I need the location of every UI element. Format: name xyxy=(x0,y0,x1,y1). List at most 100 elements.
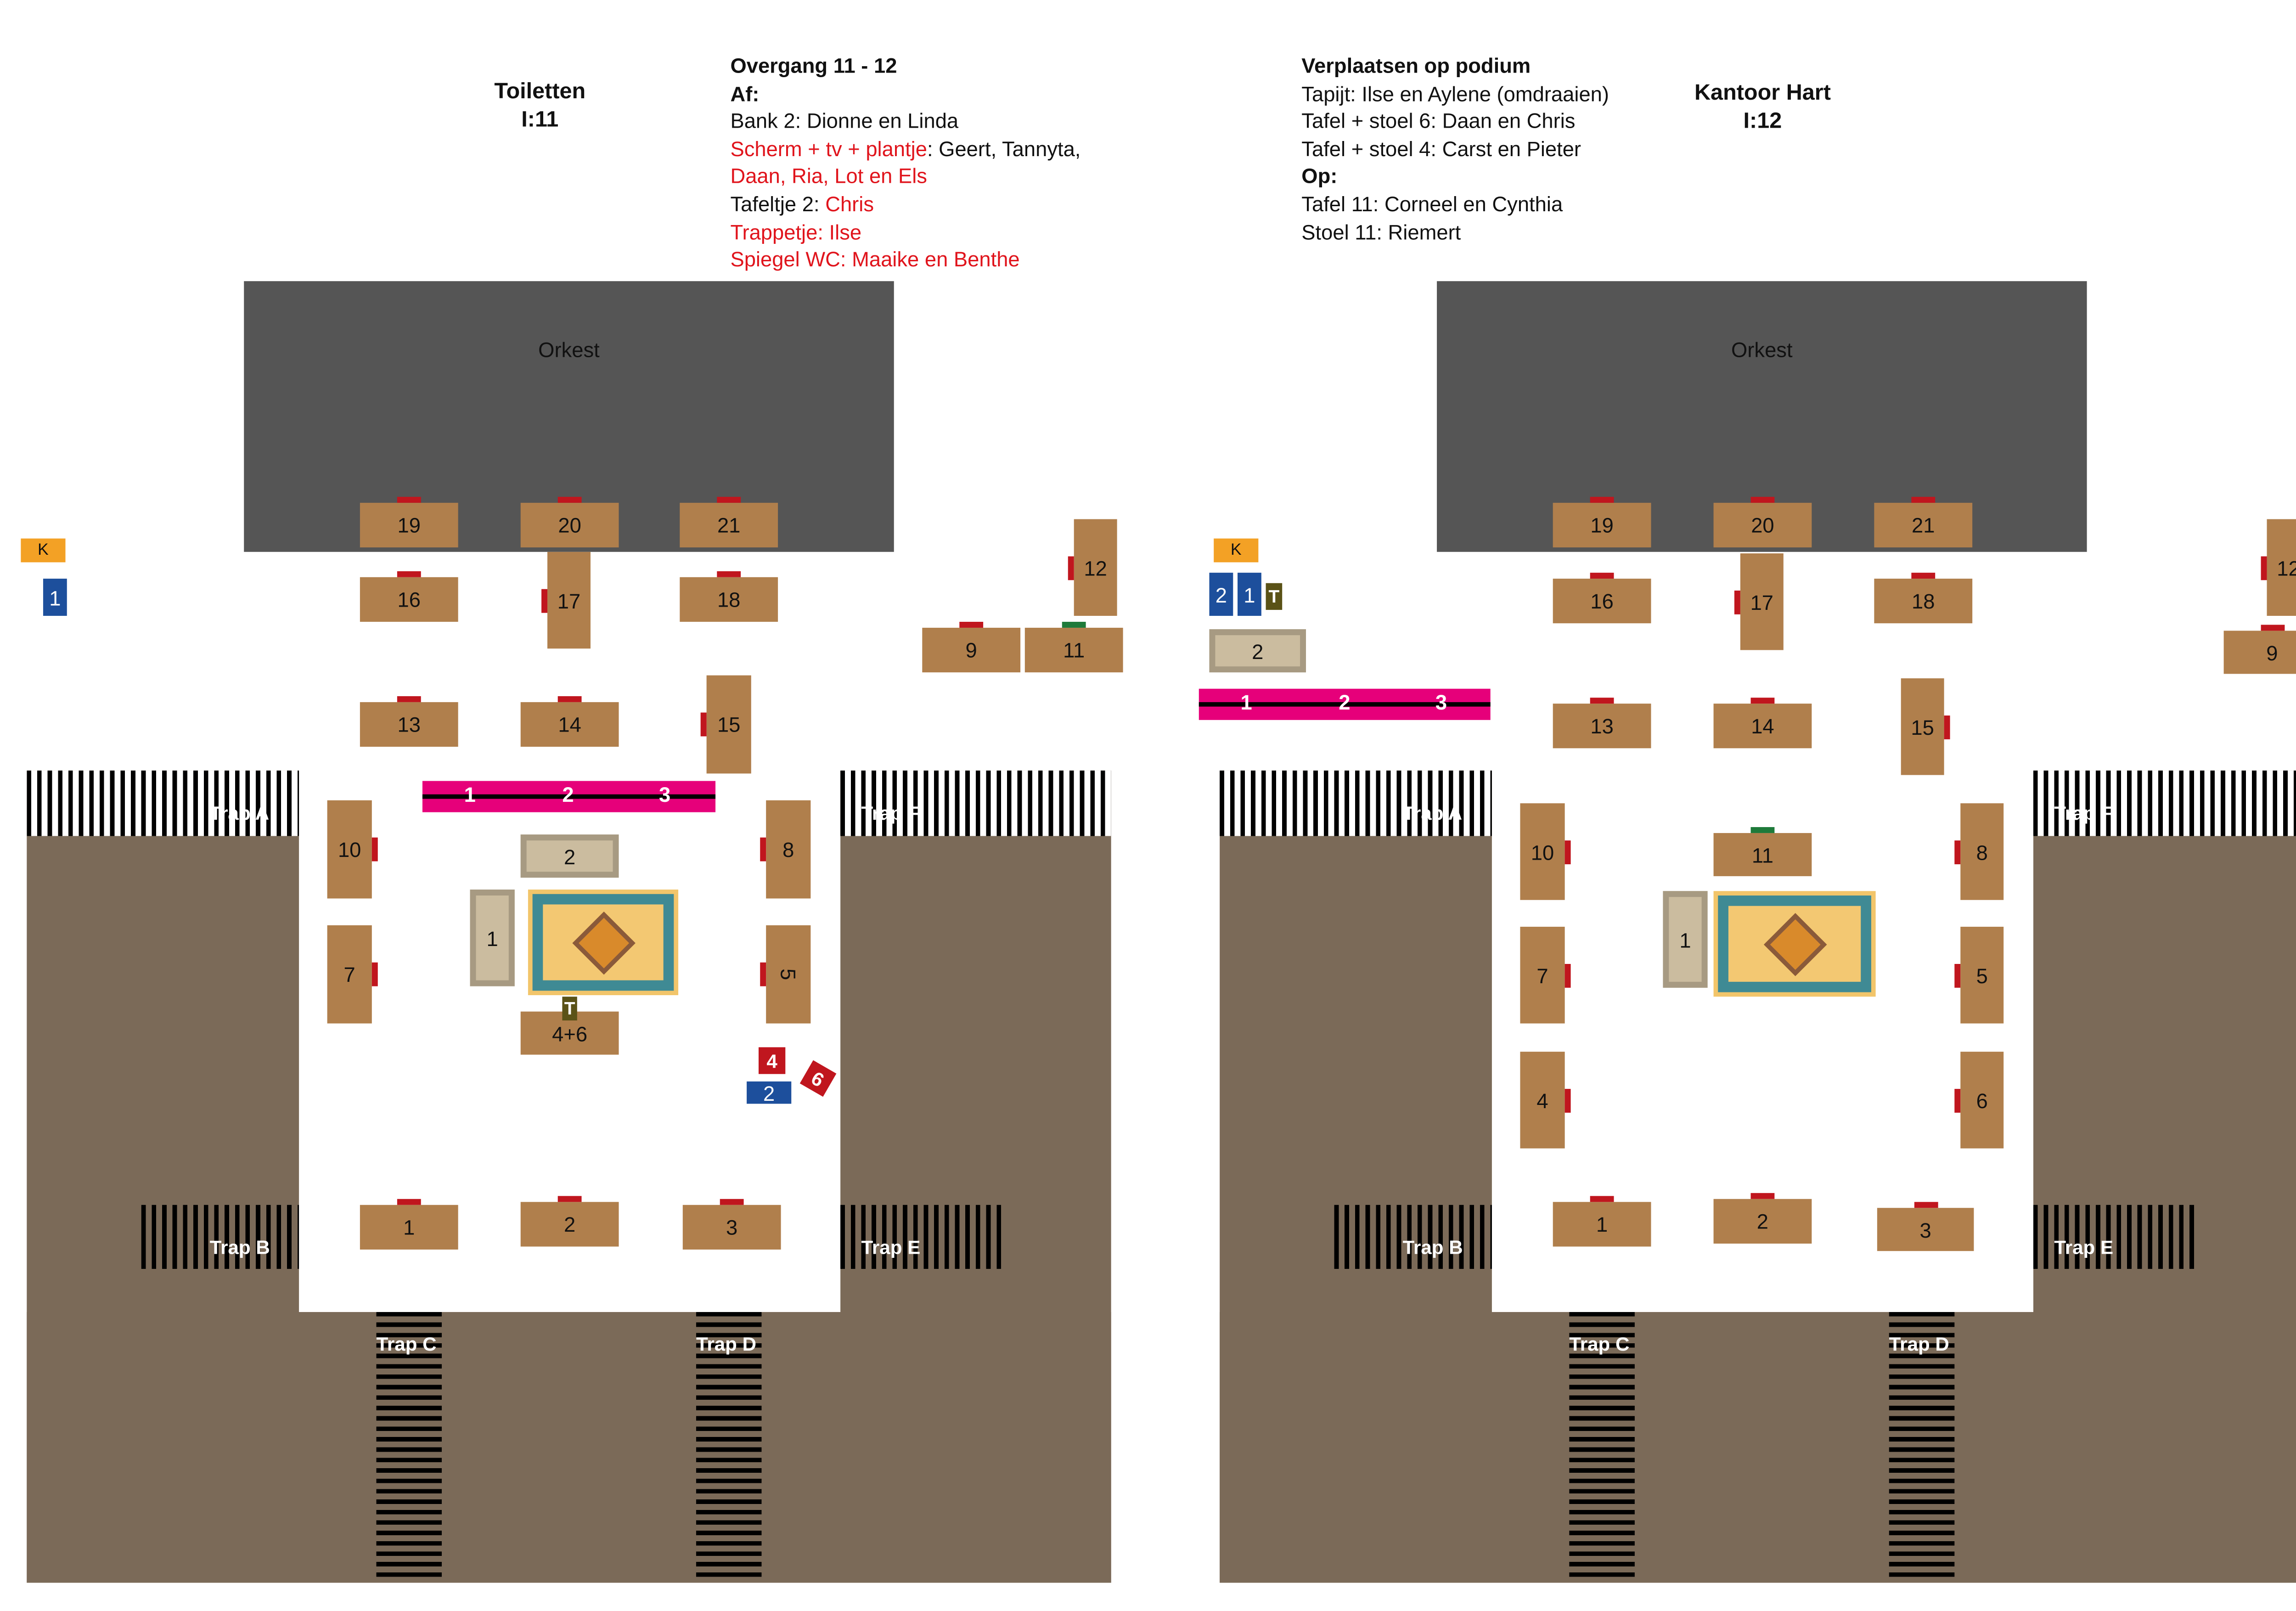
table-3[interactable]: 3 xyxy=(1877,1202,1974,1251)
rug[interactable] xyxy=(1713,891,1876,997)
table-19[interactable]: 19 xyxy=(1553,496,1651,548)
rug-pattern xyxy=(571,911,635,974)
left-notes: Overgang 11 - 12 Af: Bank 2: Dionne en L… xyxy=(730,52,1080,273)
table-9[interactable]: 9 xyxy=(922,621,1021,673)
blue-marker-2: 2 xyxy=(747,1081,792,1104)
table-2[interactable]: 2 xyxy=(1713,1193,1812,1244)
table-13[interactable]: 13 xyxy=(1553,698,1651,749)
right-title-text: Kantoor Hart xyxy=(1694,80,1831,106)
trap-b-label: Trap B xyxy=(1402,1236,1463,1259)
note-line: Tapijt: Ilse en Aylene (omdraaien) xyxy=(1301,81,1609,105)
note-line: Bank 2: Dionne en Linda xyxy=(730,109,959,133)
table-11[interactable]: 11 xyxy=(1024,621,1123,673)
trap-e-stairs xyxy=(2033,1205,2197,1269)
note-line: Spiegel WC: Maaike en Benthe xyxy=(730,247,1020,271)
table-21[interactable]: 21 xyxy=(1874,496,1973,548)
note-line: Tafel + stoel 6: Daan en Chris xyxy=(1301,109,1576,133)
notes-heading: Overgang 11 - 12 xyxy=(730,53,897,78)
bank-2[interactable]: 2 xyxy=(1209,629,1306,673)
note-line: Tafeltje 2: Chris xyxy=(730,191,1080,218)
table-15[interactable]: 15 xyxy=(1901,678,1950,775)
trap-e-label: Trap E xyxy=(861,1236,921,1259)
note-line: Daan, Ria, Lot en Els xyxy=(730,164,927,188)
table-9[interactable]: 9 xyxy=(2223,625,2296,674)
table-3[interactable]: 3 xyxy=(682,1199,781,1250)
table-4[interactable]: 4 xyxy=(1520,1052,1571,1149)
rug[interactable] xyxy=(528,890,679,996)
table-20[interactable]: 20 xyxy=(520,496,619,548)
table-12[interactable]: 12 xyxy=(1068,519,1117,616)
floor-bottom xyxy=(1220,1312,2296,1583)
right-notes: Verplaatsen op podium Tapijt: Ilse en Ay… xyxy=(1301,52,1609,246)
table-18[interactable]: 18 xyxy=(680,571,778,622)
bank-2[interactable]: 2 xyxy=(520,834,619,878)
table-20[interactable]: 20 xyxy=(1713,496,1812,548)
note-red: Scherm + tv + plantje xyxy=(730,136,927,161)
note-line: Tafel + stoel 4: Carst en Pieter xyxy=(1301,136,1581,161)
table-16[interactable]: 16 xyxy=(1553,573,1651,624)
trap-a-stairs xyxy=(27,770,299,836)
notes-off-label: Af: xyxy=(730,81,760,105)
trap-e-stairs xyxy=(840,1205,1004,1269)
trap-d-stairs xyxy=(1889,1312,1955,1577)
rug-pattern xyxy=(1763,912,1826,975)
marker-t: T xyxy=(562,997,577,1021)
table-5[interactable]: 5 xyxy=(1954,927,2004,1024)
notes-heading: Verplaatsen op podium xyxy=(1301,53,1531,78)
note-black: : Geert, Tannyta, xyxy=(927,136,1081,161)
table-11[interactable]: 11 xyxy=(1713,827,1812,876)
trap-a-label: Trap A xyxy=(209,801,270,824)
table-8[interactable]: 8 xyxy=(1954,803,2004,900)
table-8[interactable]: 8 xyxy=(760,800,811,899)
pink-bar-3: 3 xyxy=(658,782,671,806)
table-2[interactable]: 2 xyxy=(520,1196,619,1247)
left-subtitle: I:11 xyxy=(521,107,559,133)
table-12[interactable]: 12 xyxy=(2261,519,2296,616)
table-5[interactable]: 5 xyxy=(760,925,811,1024)
note-red: Chris xyxy=(825,192,874,216)
bank-1[interactable]: 1 xyxy=(470,890,515,986)
table-7[interactable]: 7 xyxy=(1520,927,1571,1024)
marker-k: K xyxy=(21,538,66,563)
trap-f-label: Trap F xyxy=(861,801,919,824)
pink-bar-2: 2 xyxy=(562,782,574,806)
note-line: Stoel 11: Riemert xyxy=(1301,219,1461,243)
pink-bar-1: 1 xyxy=(464,782,476,806)
pink-bar-2: 2 xyxy=(1339,690,1351,714)
trap-a-stairs xyxy=(1220,770,1492,836)
table-10[interactable]: 10 xyxy=(327,800,378,899)
table-6[interactable]: 6 xyxy=(1954,1052,2004,1149)
trap-c-label: Trap C xyxy=(376,1333,437,1355)
table-15[interactable]: 15 xyxy=(700,675,751,774)
red-marker-4: 4 xyxy=(758,1047,786,1074)
trap-f-stairs xyxy=(840,770,1111,836)
right-subtitle: I:12 xyxy=(1743,108,1782,134)
table-14[interactable]: 14 xyxy=(520,696,619,747)
table-17[interactable]: 17 xyxy=(541,552,591,649)
trap-d-label: Trap D xyxy=(696,1333,757,1355)
marker-t: T xyxy=(1266,583,1283,610)
table-7[interactable]: 7 xyxy=(327,925,378,1024)
bank-1[interactable]: 1 xyxy=(1663,891,1708,988)
table-1[interactable]: 1 xyxy=(360,1199,458,1250)
orkest-label: Orkest xyxy=(1731,338,1793,362)
table-18[interactable]: 18 xyxy=(1874,573,1973,624)
table-14[interactable]: 14 xyxy=(1713,698,1812,749)
trap-b-label: Trap B xyxy=(209,1236,270,1259)
pink-bar-3: 3 xyxy=(1435,690,1447,714)
table-17[interactable]: 17 xyxy=(1734,553,1784,650)
table-19[interactable]: 19 xyxy=(360,496,458,548)
trap-f-stairs xyxy=(2033,770,2296,836)
table-16[interactable]: 16 xyxy=(360,571,458,622)
pink-bench-bar[interactable]: 1 2 3 xyxy=(422,781,716,812)
blue-marker-1: 1 xyxy=(1238,573,1261,616)
trap-b-stairs xyxy=(141,1205,299,1269)
red-marker-6: 6 xyxy=(799,1060,837,1097)
table-1[interactable]: 1 xyxy=(1553,1196,1651,1247)
table-21[interactable]: 21 xyxy=(680,496,778,548)
table-10[interactable]: 10 xyxy=(1520,803,1571,900)
table-13[interactable]: 13 xyxy=(360,696,458,747)
table-5-label: 5 xyxy=(776,969,800,980)
